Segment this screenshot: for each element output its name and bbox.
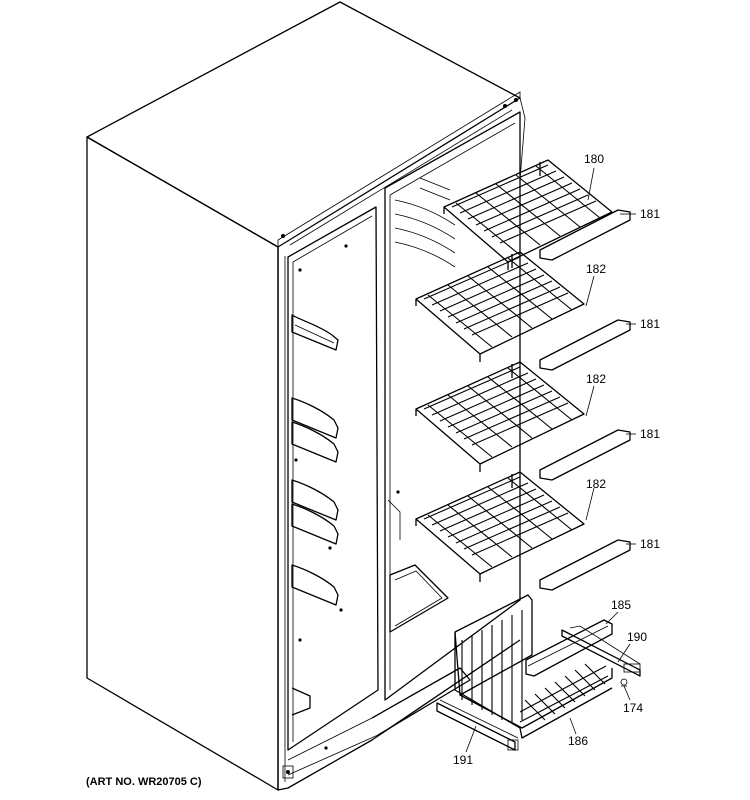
wire-shelf-182-upper xyxy=(415,251,631,371)
freezer-basket-186 xyxy=(454,594,613,739)
slide-rail-191 xyxy=(436,699,519,751)
callout-185: 185 xyxy=(611,598,631,612)
callout-182-shelf4: 182 xyxy=(586,477,606,491)
callout-182-shelf2: 182 xyxy=(586,262,606,276)
callout-180: 180 xyxy=(584,152,604,166)
callout-181-shelf2: 181 xyxy=(640,317,660,331)
wire-shelf-182-lower xyxy=(415,471,631,591)
art-number: (ART NO. WR20705 C) xyxy=(86,776,202,788)
callout-191: 191 xyxy=(453,753,473,767)
slide-rail-190 xyxy=(561,625,641,677)
callout-190: 190 xyxy=(627,630,647,644)
fresh-food-compartment xyxy=(287,206,379,751)
callout-181-shelf4: 181 xyxy=(640,537,660,551)
wire-shelf-182-middle xyxy=(415,361,631,481)
leader-lines xyxy=(465,167,636,753)
freezer-compartment xyxy=(282,111,521,779)
refrigerator-cabinet xyxy=(86,1,526,791)
callout-181-shelf1: 181 xyxy=(640,207,660,221)
callout-186: 186 xyxy=(568,734,588,748)
screw-174 xyxy=(620,678,628,687)
callout-182-shelf3: 182 xyxy=(586,372,606,386)
callout-174: 174 xyxy=(623,701,643,715)
callout-181-shelf3: 181 xyxy=(640,427,660,441)
wire-shelf-180 xyxy=(443,159,631,270)
